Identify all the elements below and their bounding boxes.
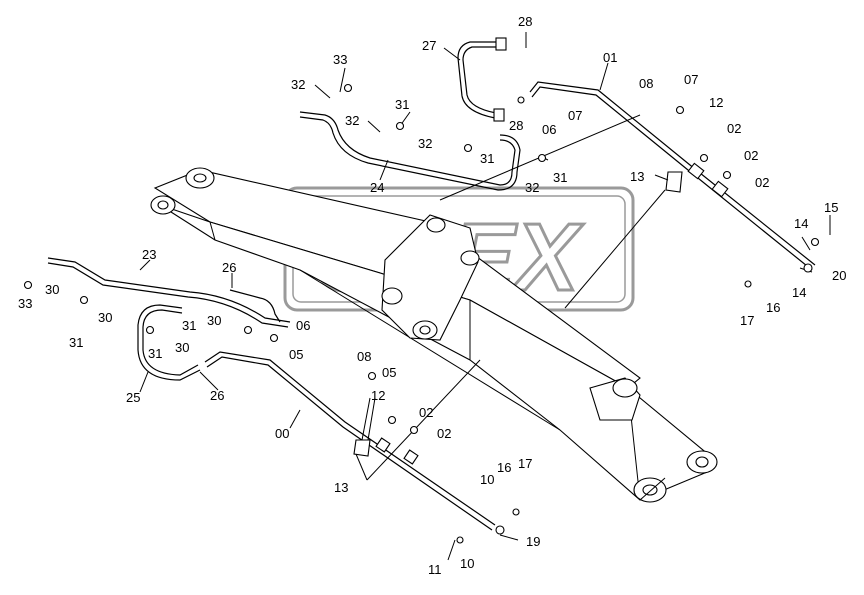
label-30: 30 [175,340,189,355]
label-07: 07 [568,108,582,123]
label-20: 20 [832,268,846,283]
label-31: 31 [69,335,83,350]
label-28: 28 [509,118,523,133]
label-02: 02 [437,426,451,441]
label-30: 30 [98,310,112,325]
label-33: 33 [18,296,32,311]
label-13: 13 [334,480,348,495]
label-32: 32 [525,180,539,195]
label-12: 12 [371,388,385,403]
label-08: 08 [639,76,653,91]
label-10: 10 [460,556,474,571]
pipe-23 [47,257,291,328]
clamps [353,171,683,457]
label-17: 17 [740,313,754,328]
label-26: 26 [210,388,224,403]
label-13: 13 [630,169,644,184]
label-31: 31 [182,318,196,333]
pipe-27 [457,37,507,122]
pipe-25 [137,304,201,381]
fittings [23,83,820,544]
label-19: 19 [526,534,540,549]
label-31: 31 [148,346,162,361]
label-16: 16 [497,460,511,475]
label-30: 30 [207,313,221,328]
label-24: 24 [370,180,384,195]
label-17: 17 [518,456,532,471]
label-06: 06 [296,318,310,333]
label-15: 15 [824,200,838,215]
label-02: 02 [744,148,758,163]
label-05: 05 [382,365,396,380]
label-32: 32 [345,113,359,128]
label-33: 33 [333,52,347,67]
pipe-00 [204,351,496,531]
label-16: 16 [766,300,780,315]
label-30: 30 [45,282,59,297]
boom-assembly [150,167,718,503]
label-02: 02 [755,175,769,190]
label-11: 11 [428,562,442,577]
label-25: 25 [126,390,140,405]
label-23: 23 [142,247,156,262]
label-02: 02 [419,405,433,420]
label-14: 14 [794,216,808,231]
label-02: 02 [727,121,741,136]
label-31: 31 [553,170,567,185]
callout-labels: 28 27 01 33 32 31 32 28 06 07 08 07 12 0… [18,14,846,577]
label-27: 27 [422,38,436,53]
label-07: 07 [684,72,698,87]
label-31: 31 [480,151,494,166]
label-01: 01 [603,50,617,65]
label-00: 00 [275,426,289,441]
label-12: 12 [709,95,723,110]
pipe-24 [299,111,521,191]
label-32: 32 [418,136,432,151]
label-06: 06 [542,122,556,137]
label-28: 28 [518,14,532,29]
label-05: 05 [289,347,303,362]
label-31: 31 [395,97,409,112]
label-10: 10 [480,472,494,487]
label-08: 08 [357,349,371,364]
label-32: 32 [291,77,305,92]
label-26: 26 [222,260,236,275]
pipe-01 [529,81,816,271]
pipe-26 [229,289,281,323]
label-14: 14 [792,285,806,300]
